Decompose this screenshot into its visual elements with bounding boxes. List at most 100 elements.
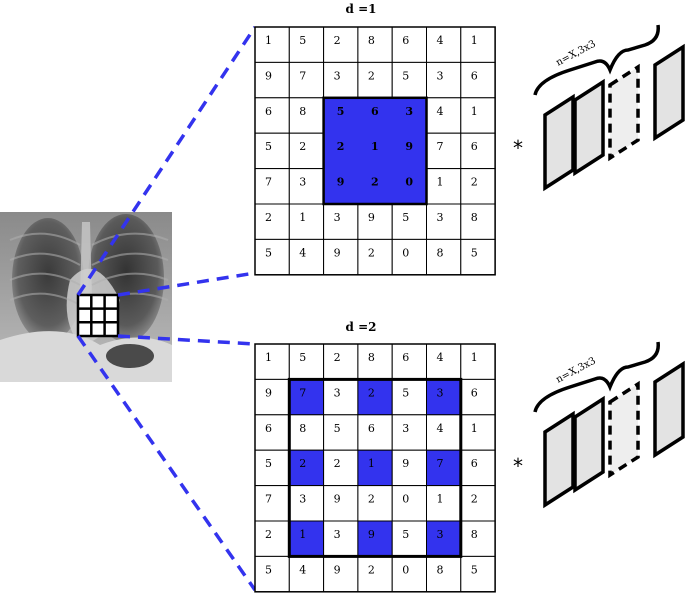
matrix-cell xyxy=(357,343,393,380)
matrix-cell xyxy=(254,378,290,416)
matrix-cell xyxy=(357,26,393,63)
matrix-cell xyxy=(357,414,393,451)
matrix-cell-value: 8 xyxy=(368,34,375,47)
kernel-filter-last xyxy=(653,360,685,459)
matrix-cell-value: 7 xyxy=(437,457,444,470)
matrix-cell xyxy=(254,449,290,487)
matrix-cell-value: 2 xyxy=(337,140,345,153)
matrix-cell xyxy=(323,555,359,593)
matrix-cell-highlighted xyxy=(357,520,393,557)
matrix-cell-value: 9 xyxy=(402,457,409,470)
matrix-cell xyxy=(391,343,428,380)
matrix-cell-value: 4 xyxy=(299,246,306,259)
kernel-filter-last xyxy=(653,43,685,142)
matrix-cell xyxy=(460,449,496,487)
matrix-cell-value: 4 xyxy=(437,422,444,435)
matrix-cell-value: 7 xyxy=(437,140,444,153)
matrix-cell xyxy=(323,26,359,63)
matrix-cell-value: 4 xyxy=(437,351,444,364)
matrix-cell-value: 0 xyxy=(405,176,413,189)
matrix-cell-value: 8 xyxy=(437,563,444,576)
matrix-cell-value: 5 xyxy=(402,528,409,541)
matrix-cell-value: 3 xyxy=(437,528,444,541)
matrix-cell-highlighted xyxy=(357,378,393,416)
matrix-cell xyxy=(254,520,290,557)
matrix-cell xyxy=(357,555,393,593)
matrix-cell-value: 3 xyxy=(437,69,444,82)
matrix-cell-highlighted xyxy=(426,520,462,557)
convolution-operator: * xyxy=(513,136,523,160)
matrix-cell-value: 9 xyxy=(265,69,272,82)
kernel-filter xyxy=(543,410,575,509)
matrix-cell xyxy=(426,555,462,593)
receptive-field-outline xyxy=(287,377,463,558)
matrix-cell xyxy=(254,414,290,451)
matrix-cell-value: 6 xyxy=(471,386,478,399)
matrix-cell-value: 2 xyxy=(471,176,478,189)
matrix-cell xyxy=(323,238,359,276)
matrix-cell xyxy=(426,414,462,451)
matrix-border xyxy=(254,343,496,593)
matrix-cell xyxy=(254,132,290,170)
matrix-cell xyxy=(391,238,428,276)
matrix-cell xyxy=(288,485,325,522)
matrix-cell-value: 3 xyxy=(437,386,444,399)
matrix-cell-value: 5 xyxy=(402,386,409,399)
matrix-cell-value: 6 xyxy=(265,105,272,118)
matrix-cell-highlighted xyxy=(426,449,462,487)
matrix-cell-value: 9 xyxy=(405,140,413,153)
matrix-cell-value: 2 xyxy=(265,211,272,224)
kernel-filter-ellipsis xyxy=(608,63,640,162)
connector-line xyxy=(76,334,257,592)
matrix-cell xyxy=(254,97,290,134)
matrix-cell xyxy=(426,203,462,240)
matrix-cell-value: 3 xyxy=(405,105,413,118)
matrix-cell-highlighted xyxy=(288,520,325,557)
matrix-cell-value: 9 xyxy=(368,528,375,541)
matrix-cell-value: 9 xyxy=(334,246,341,259)
matrix-cell-value: 5 xyxy=(265,457,272,470)
matrix-cell-highlighted xyxy=(288,449,325,487)
matrix-cell-value: 2 xyxy=(334,457,341,470)
matrix-cell xyxy=(323,378,359,416)
matrix-cell-value: 8 xyxy=(368,351,375,364)
matrix-cell xyxy=(254,238,290,276)
matrix-cell xyxy=(323,343,359,380)
matrix-cell xyxy=(288,132,325,170)
matrix-cell xyxy=(426,132,462,170)
matrix-cell xyxy=(288,414,325,451)
matrix-cell xyxy=(391,26,428,63)
matrix-cell-value: 3 xyxy=(334,211,341,224)
matrix-cell-value: 2 xyxy=(334,34,341,47)
matrix-cell-value: 1 xyxy=(471,351,478,364)
matrix-cell-value: 2 xyxy=(368,246,375,259)
receptive-field-block xyxy=(322,96,428,206)
matrix-cell xyxy=(288,203,325,240)
matrix-cell xyxy=(426,485,462,522)
matrix-cell-value: 1 xyxy=(471,105,478,118)
matrix-cell-value: 5 xyxy=(299,351,306,364)
matrix-cell-value: 1 xyxy=(299,211,306,224)
matrix-cell xyxy=(460,555,496,593)
matrix-cell-value: 5 xyxy=(402,211,409,224)
matrix-cell xyxy=(323,203,359,240)
matrix-cell-value: 3 xyxy=(299,176,306,189)
matrix-cell-value: 9 xyxy=(334,493,341,506)
matrix-cell-value: 6 xyxy=(371,105,379,118)
matrix-cell-value: 8 xyxy=(299,422,306,435)
matrix-cell-value: 3 xyxy=(402,422,409,435)
matrix-cell-value: 5 xyxy=(337,105,345,118)
connector-line xyxy=(76,26,257,296)
matrix-cell xyxy=(323,414,359,451)
kernel-filter-ellipsis xyxy=(608,380,640,479)
matrix-cell-value: 3 xyxy=(334,386,341,399)
matrix-cell-value: 1 xyxy=(368,457,375,470)
matrix-cell-value: 5 xyxy=(265,140,272,153)
matrix-cell-value: 7 xyxy=(265,176,272,189)
matrix-cell-value: 8 xyxy=(471,211,478,224)
matrix-cell-highlighted xyxy=(357,449,393,487)
matrix-cell-value: 9 xyxy=(334,563,341,576)
matrix-cell xyxy=(460,378,496,416)
